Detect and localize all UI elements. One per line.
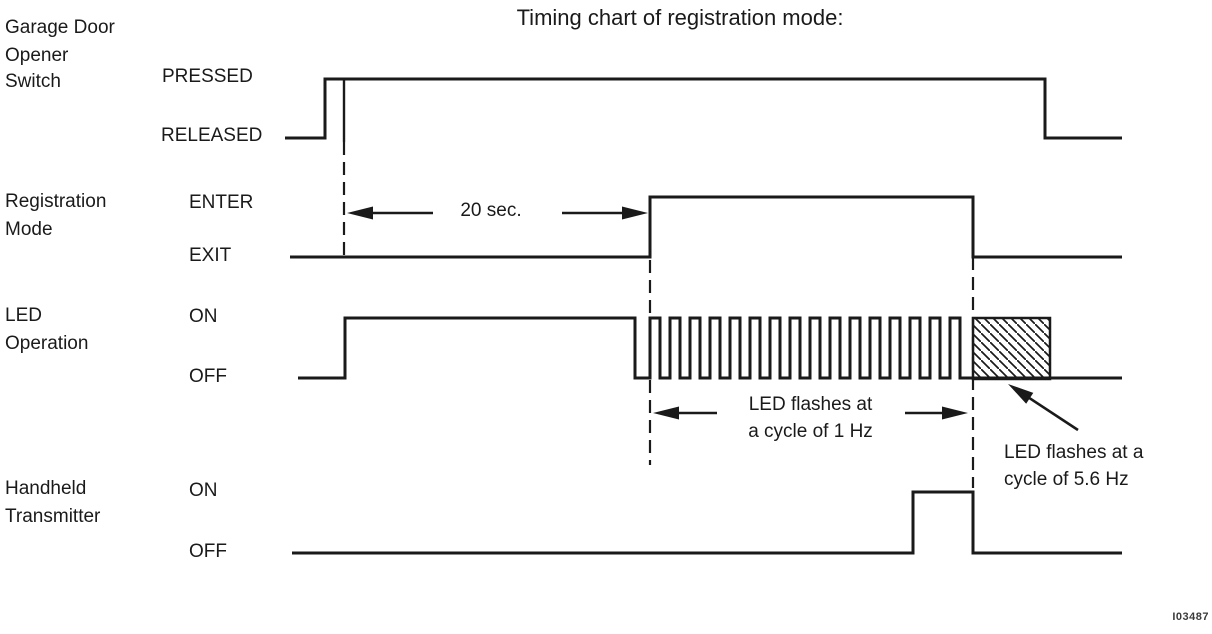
annotation-5-6hz-line2: cycle of 5.6 Hz [1004,469,1129,490]
group-label-garage-door-2: Opener [5,45,69,66]
arrow-head [1008,384,1034,404]
group-label-transmitter-1: Handheld [5,478,87,499]
arrow-head [942,406,968,420]
group-label-garage-door-1: Garage Door [5,17,115,38]
arrow-head [347,206,373,220]
annotation-20-sec: 20 sec. [460,200,522,221]
level-label-enter: ENTER [189,192,254,213]
level-label-pressed: PRESSED [162,66,253,87]
level-label-transmitter-off: OFF [189,541,227,562]
figure-id: I03487 [1172,611,1209,623]
annotation-1hz: LED flashes at a cycle of 1 Hz [723,391,898,445]
level-label-led-on: ON [189,306,218,327]
arrow-head [653,406,679,420]
arrow-head [622,206,648,220]
waveform-handheld-transmitter [292,490,1122,555]
annotation-1hz-line1: LED flashes at [748,394,873,415]
waveform-registration-mode [290,195,1122,259]
level-label-exit: EXIT [189,245,232,266]
group-label-garage-door-3: Switch [5,71,61,92]
level-label-transmitter-on: ON [189,480,218,501]
annotation-5-6hz-line1: LED flashes at a [1004,442,1144,463]
hatched-5-6hz-region [971,316,1052,381]
group-label-transmitter-2: Transmitter [5,506,101,527]
group-label-led-2: Operation [5,333,89,354]
group-label-registration-1: Registration [5,191,107,212]
waveform-garage-door-switch [285,77,1122,140]
arrow-line [1025,394,1079,432]
annotation-5-6hz: LED flashes at a cycle of 5.6 Hz [1004,439,1143,493]
annotation-1hz-line2: a cycle of 1 Hz [748,421,873,442]
chart-title: Timing chart of registration mode: [516,5,844,30]
group-label-registration-2: Mode [5,219,53,240]
level-label-led-off: OFF [189,366,227,387]
group-label-led-1: LED [5,305,42,326]
waveform-led-operation [298,316,1122,380]
level-label-released: RELEASED [161,125,263,146]
